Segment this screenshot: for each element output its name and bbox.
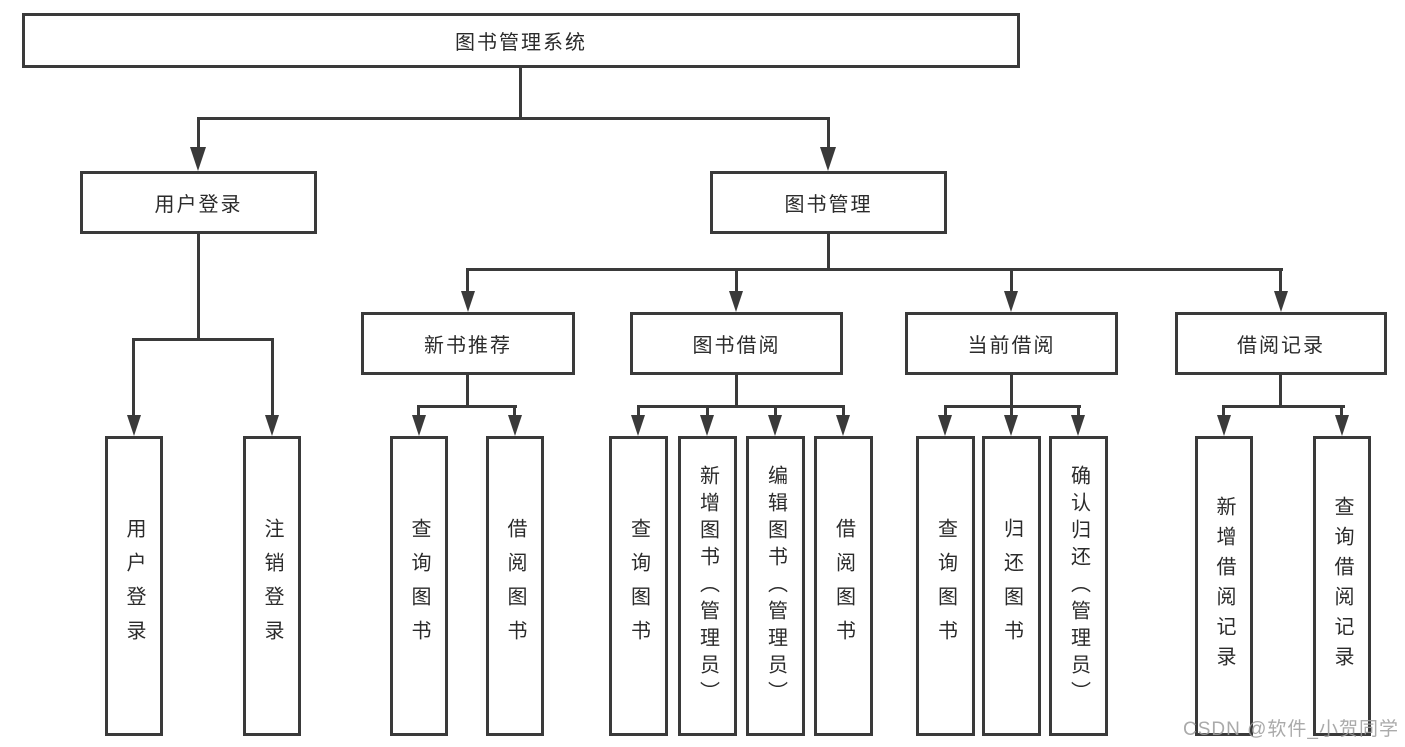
connector-vline bbox=[1340, 405, 1343, 417]
node-borrow-records: 借阅记录 bbox=[1175, 312, 1387, 375]
leaf-query-borrow-record: 查询借阅记录 bbox=[1313, 436, 1371, 736]
connector-vline bbox=[842, 405, 845, 417]
connector-vline bbox=[197, 234, 200, 338]
arrowhead bbox=[836, 415, 850, 436]
arrowhead bbox=[820, 147, 836, 171]
connector-hline bbox=[197, 117, 830, 120]
node-current-borrow-label: 当前借阅 bbox=[967, 335, 1056, 357]
arrowhead bbox=[508, 415, 522, 436]
leaf-borrow-books-1-label: 借阅图书 bbox=[504, 518, 526, 654]
node-root: 图书管理系统 bbox=[22, 13, 1020, 68]
connector-vline bbox=[132, 338, 135, 416]
arrowhead bbox=[190, 147, 206, 171]
connector-vline bbox=[513, 405, 516, 417]
connector-vline bbox=[519, 68, 522, 120]
node-current-borrow: 当前借阅 bbox=[905, 312, 1118, 375]
leaf-user-login-label: 用户登录 bbox=[123, 518, 145, 654]
arrowhead bbox=[729, 291, 743, 312]
connector-vline bbox=[1010, 375, 1013, 408]
leaf-query-books-2-label: 查询图书 bbox=[627, 518, 650, 654]
connector-vline bbox=[735, 375, 738, 408]
leaf-query-books-1-label: 查询图书 bbox=[408, 518, 430, 654]
connector-hline bbox=[1222, 405, 1345, 408]
arrowhead bbox=[631, 415, 645, 436]
leaf-query-books-3: 查询图书 bbox=[916, 436, 975, 736]
arrowhead bbox=[1217, 415, 1231, 436]
arrowhead bbox=[1004, 415, 1018, 436]
leaf-borrow-books-2-label: 借阅图书 bbox=[832, 518, 855, 654]
node-new-book-recommend-label: 新书推荐 bbox=[424, 335, 512, 357]
connector-vline bbox=[1077, 405, 1080, 417]
connector-vline bbox=[637, 405, 640, 417]
leaf-edit-book-admin-label: 编辑图书（管理员） bbox=[764, 464, 787, 708]
leaf-add-borrow-record: 新增借阅记录 bbox=[1195, 436, 1253, 736]
arrowhead bbox=[412, 415, 426, 436]
connector-vline bbox=[417, 405, 420, 417]
leaf-return-book-label: 归还图书 bbox=[1000, 518, 1023, 654]
arrowhead bbox=[1004, 291, 1018, 312]
connector-vline bbox=[1222, 405, 1225, 417]
leaf-edit-book-admin: 编辑图书（管理员） bbox=[746, 436, 805, 736]
connector-hline bbox=[417, 405, 517, 408]
arrowhead bbox=[1335, 415, 1349, 436]
connector-vline bbox=[1279, 268, 1282, 293]
leaf-query-borrow-record-label: 查询借阅记录 bbox=[1331, 496, 1353, 676]
arrowhead bbox=[1071, 415, 1085, 436]
connector-vline bbox=[466, 268, 469, 293]
node-new-book-recommend: 新书推荐 bbox=[361, 312, 575, 375]
connector-vline bbox=[706, 405, 709, 417]
leaf-query-books-3-label: 查询图书 bbox=[934, 518, 957, 654]
node-root-label: 图书管理系统 bbox=[455, 32, 587, 54]
node-borrow-records-label: 借阅记录 bbox=[1237, 335, 1325, 357]
leaf-borrow-books-1: 借阅图书 bbox=[486, 436, 544, 736]
connector-hline bbox=[466, 268, 1283, 271]
leaf-logout-label: 注销登录 bbox=[261, 518, 283, 654]
leaf-borrow-books-2: 借阅图书 bbox=[814, 436, 873, 736]
leaf-user-login: 用户登录 bbox=[105, 436, 163, 736]
leaf-add-book-admin: 新增图书（管理员） bbox=[678, 436, 737, 736]
node-book-borrow-label: 图书借阅 bbox=[692, 335, 781, 357]
arrowhead bbox=[768, 415, 782, 436]
arrowhead bbox=[461, 291, 475, 312]
arrowhead bbox=[127, 415, 141, 436]
leaf-add-book-admin-label: 新增图书（管理员） bbox=[696, 464, 719, 708]
connector-vline bbox=[827, 234, 830, 271]
connector-hline bbox=[132, 338, 274, 341]
connector-vline bbox=[1010, 268, 1013, 293]
connector-vline bbox=[774, 405, 777, 417]
node-user-login-label: 用户登录 bbox=[154, 194, 243, 216]
node-book-management: 图书管理 bbox=[710, 171, 947, 234]
node-user-login: 用户登录 bbox=[80, 171, 317, 234]
arrowhead bbox=[265, 415, 279, 436]
leaf-confirm-return-admin: 确认归还（管理员） bbox=[1049, 436, 1108, 736]
connector-vline bbox=[735, 268, 738, 293]
connector-vline bbox=[197, 117, 200, 150]
leaf-logout: 注销登录 bbox=[243, 436, 301, 736]
arrowhead bbox=[700, 415, 714, 436]
connector-vline bbox=[1279, 375, 1282, 408]
watermark-text: CSDN @软件_小贺同学 bbox=[1183, 719, 1399, 740]
leaf-return-book: 归还图书 bbox=[982, 436, 1041, 736]
leaf-query-books-2: 查询图书 bbox=[609, 436, 668, 736]
arrowhead bbox=[1274, 291, 1288, 312]
node-book-management-label: 图书管理 bbox=[784, 194, 873, 216]
connector-vline bbox=[827, 117, 830, 150]
connector-vline bbox=[466, 375, 469, 408]
connector-vline bbox=[271, 338, 274, 416]
connector-hline bbox=[637, 405, 845, 408]
connector-vline bbox=[944, 405, 947, 417]
leaf-query-books-1: 查询图书 bbox=[390, 436, 448, 736]
connector-vline bbox=[1010, 405, 1013, 417]
leaf-confirm-return-admin-label: 确认归还（管理员） bbox=[1067, 464, 1090, 708]
node-book-borrow: 图书借阅 bbox=[630, 312, 843, 375]
arrowhead bbox=[938, 415, 952, 436]
leaf-add-borrow-record-label: 新增借阅记录 bbox=[1213, 496, 1235, 676]
